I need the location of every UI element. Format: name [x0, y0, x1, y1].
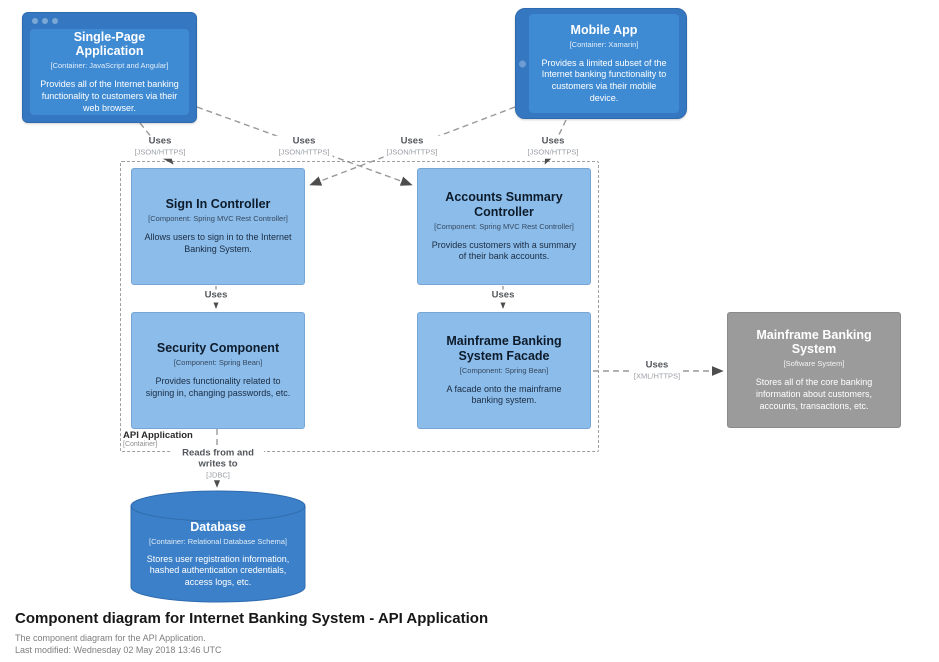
boundary-name: API Application [123, 430, 193, 441]
relationship-label-facade-mainframe: Uses [XML/HTTPS] [630, 359, 684, 383]
node-description: Allows users to sign in to the Internet … [144, 232, 292, 254]
node-single-page-application[interactable]: Single-Page Application [Container: Java… [22, 12, 197, 123]
node-title: Security Component [156, 341, 280, 356]
node-title: Mobile App [570, 22, 638, 37]
relationship-label-mobile-signin: Uses [JSON/HTTPS] [383, 135, 441, 159]
node-description: Provides customers with a summary of the… [431, 239, 577, 262]
diagram-last-modified: Last modified: Wednesday 02 May 2018 13:… [15, 644, 222, 655]
node-meta: [Component: Spring MVC Rest Controller] [148, 214, 288, 224]
node-database[interactable]: Database [Container: Relational Database… [130, 490, 306, 603]
node-mainframe-banking-system-facade[interactable]: Mainframe Banking System Facade [Compone… [417, 312, 591, 429]
node-mainframe-banking-system[interactable]: Mainframe Banking System [Software Syste… [727, 312, 901, 428]
node-description: Stores user registration information, ha… [146, 553, 290, 588]
node-meta: [Container: JavaScript and Angular] [50, 61, 169, 71]
node-title: Database [190, 520, 246, 534]
node-accounts-summary-controller[interactable]: Accounts Summary Controller [Component: … [417, 168, 591, 285]
browser-content: Single-Page Application [Container: Java… [30, 29, 189, 115]
diagram-description: The component diagram for the API Applic… [15, 632, 206, 643]
node-title: Accounts Summary Controller [445, 190, 563, 219]
relationship-label-spa-accounts: Uses [JSON/HTTPS] [275, 135, 333, 159]
node-security-component[interactable]: Security Component [Component: Spring Be… [131, 312, 305, 429]
node-sign-in-controller[interactable]: Sign In Controller [Component: Spring MV… [131, 168, 305, 285]
diagram-title: Component diagram for Internet Banking S… [15, 610, 489, 627]
node-meta: [Software System] [783, 359, 845, 369]
node-mobile-app[interactable]: Mobile App [Container: Xamarin] Provides… [515, 8, 687, 119]
relationship-label-accounts-facade: Uses [488, 289, 518, 303]
relationship-label-signin-security: Uses [201, 289, 231, 303]
node-meta: [Component: Spring MVC Rest Controller] [434, 221, 574, 231]
node-meta: [Container: Relational Database Schema] [149, 536, 287, 546]
relationship-label-security-database: Reads from and writes to [JDBC] [172, 447, 264, 481]
boundary-label: API Application [Container] [123, 430, 193, 450]
node-description: Provides all of the Internet banking fun… [40, 79, 179, 113]
node-title: Sign In Controller [165, 197, 271, 212]
boundary-meta: [Container] [123, 441, 158, 449]
node-meta: [Container: Xamarin] [569, 39, 639, 49]
node-meta: [Component: Spring Bean] [459, 365, 549, 375]
node-meta: [Component: Spring Bean] [173, 358, 263, 368]
node-description: Stores all of the core banking informati… [755, 377, 873, 411]
relationship-label-mobile-accounts: Uses [JSON/HTTPS] [524, 135, 582, 159]
node-title: Single-Page Application [73, 29, 146, 59]
node-description: Provides a limited subset of the Interne… [541, 57, 667, 103]
node-title: Mainframe Banking System [756, 327, 872, 357]
mobile-screen: Mobile App [Container: Xamarin] Provides… [529, 14, 679, 113]
node-description: Provides functionality related to signin… [145, 376, 291, 398]
relationship-label-spa-signin: Uses [JSON/HTTPS] [131, 135, 189, 159]
database-cylinder-icon [130, 490, 306, 603]
home-button-icon [519, 60, 526, 67]
node-description: A facade onto the mainframe banking syst… [446, 383, 562, 406]
diagram-footer: Component diagram for Internet Banking S… [15, 609, 488, 656]
node-title: Mainframe Banking System Facade [446, 334, 562, 363]
database-content: Database [Container: Relational Database… [130, 490, 306, 589]
browser-window-dots-icon [32, 18, 58, 24]
